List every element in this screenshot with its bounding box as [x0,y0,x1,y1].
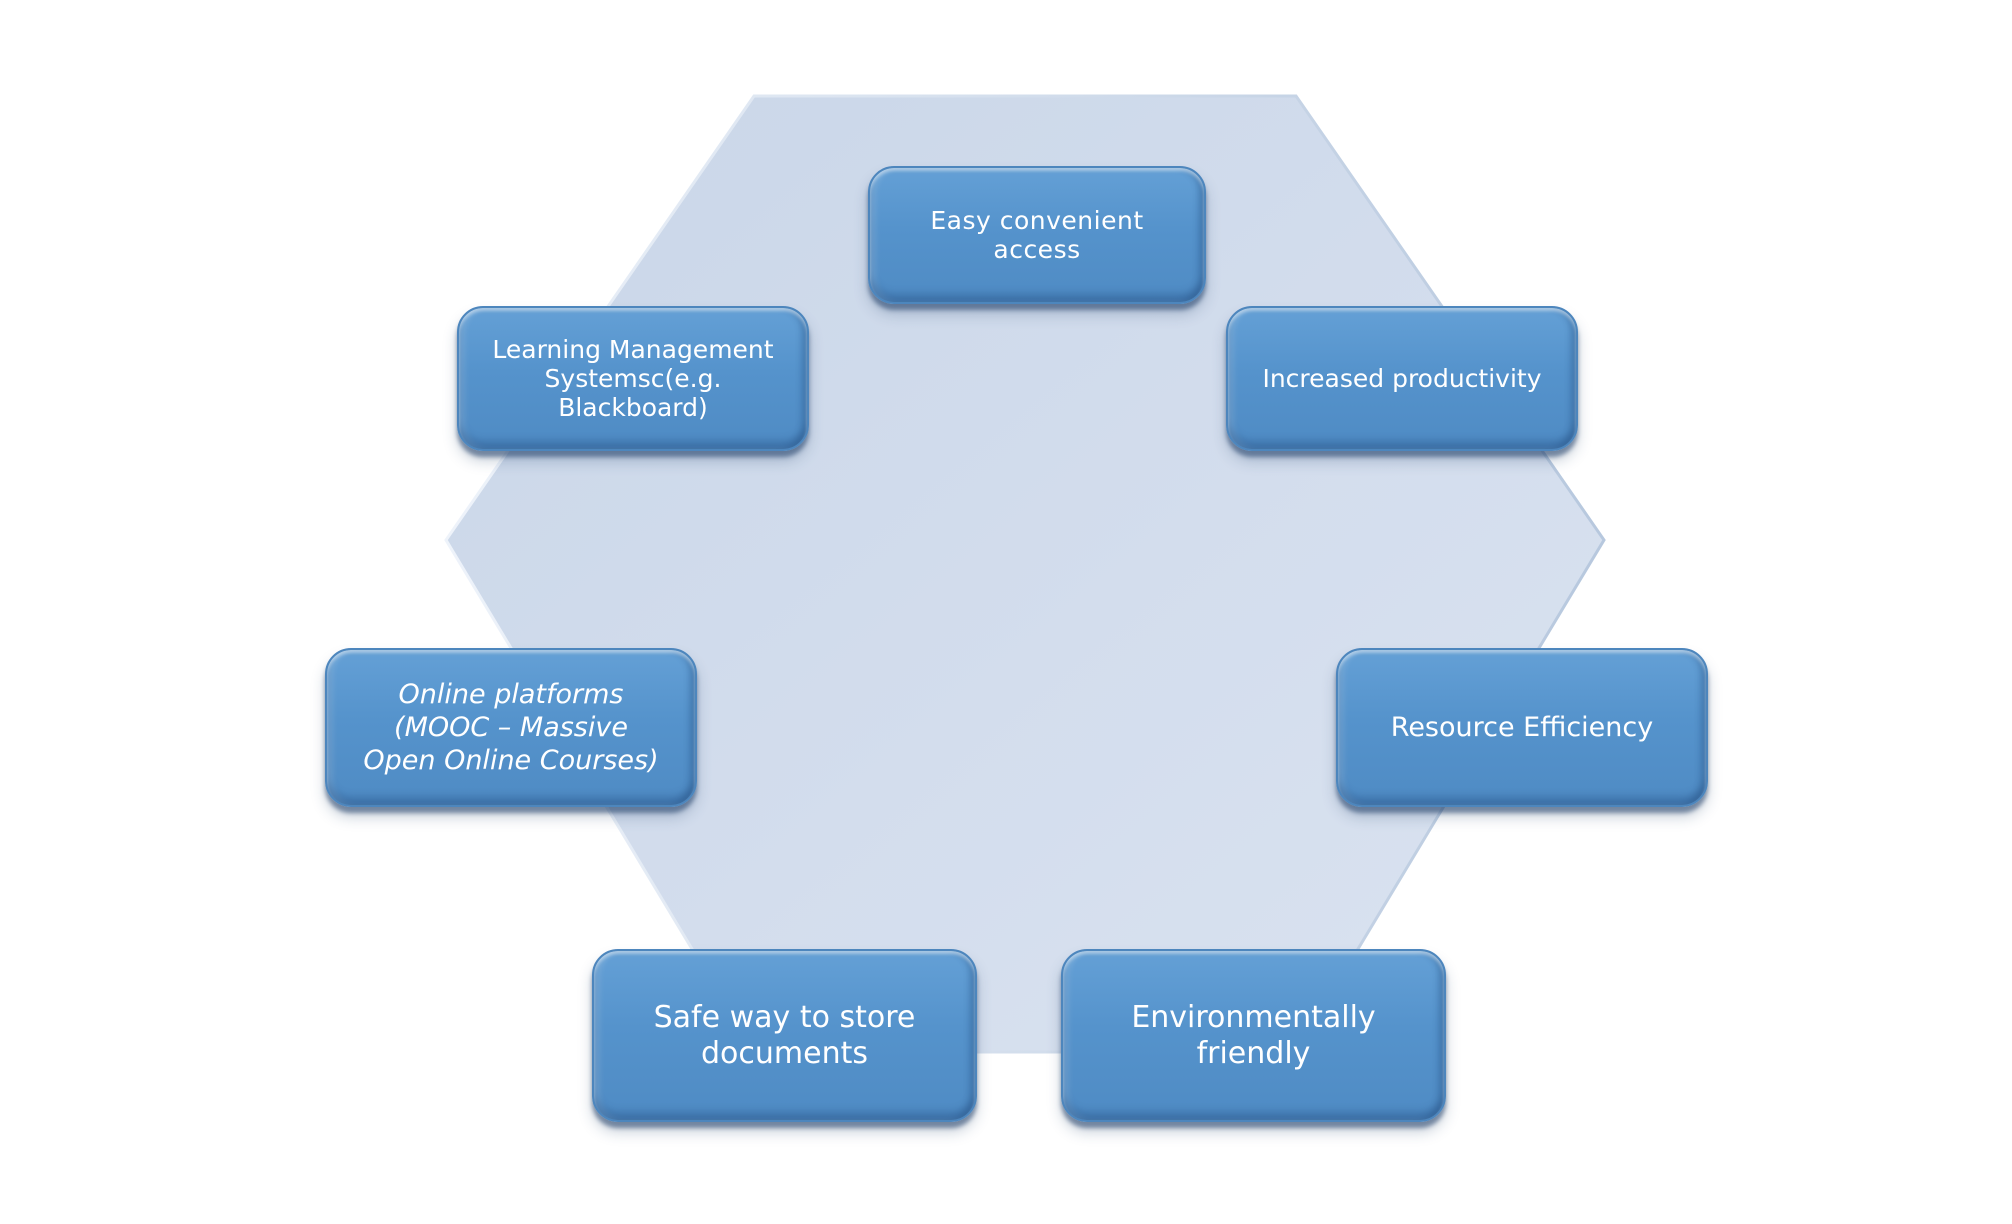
node-label: Environmentally friendly [1131,999,1376,1071]
node-label: Safe way to store documents [653,999,916,1071]
node-resource-efficiency: Resource Efficiency [1336,648,1708,807]
node-label: Easy convenient access [930,206,1144,264]
node-learning-management-systems: Learning Management Systemsc(e.g. Blackb… [457,306,809,451]
node-online-platforms: Online platforms (MOOC – Massive Open On… [325,648,697,807]
node-label: Learning Management Systemsc(e.g. Blackb… [492,335,774,422]
node-safe-way-to-store-documents: Safe way to store documents [592,949,977,1122]
node-easy-convenient-access: Easy convenient access [868,166,1206,304]
node-label: Increased productivity [1262,364,1542,393]
node-label: Online platforms (MOOC – Massive Open On… [363,679,659,776]
node-increased-productivity: Increased productivity [1226,306,1578,451]
node-label: Resource Efficiency [1390,712,1654,743]
node-environmentally-friendly: Environmentally friendly [1061,949,1446,1122]
